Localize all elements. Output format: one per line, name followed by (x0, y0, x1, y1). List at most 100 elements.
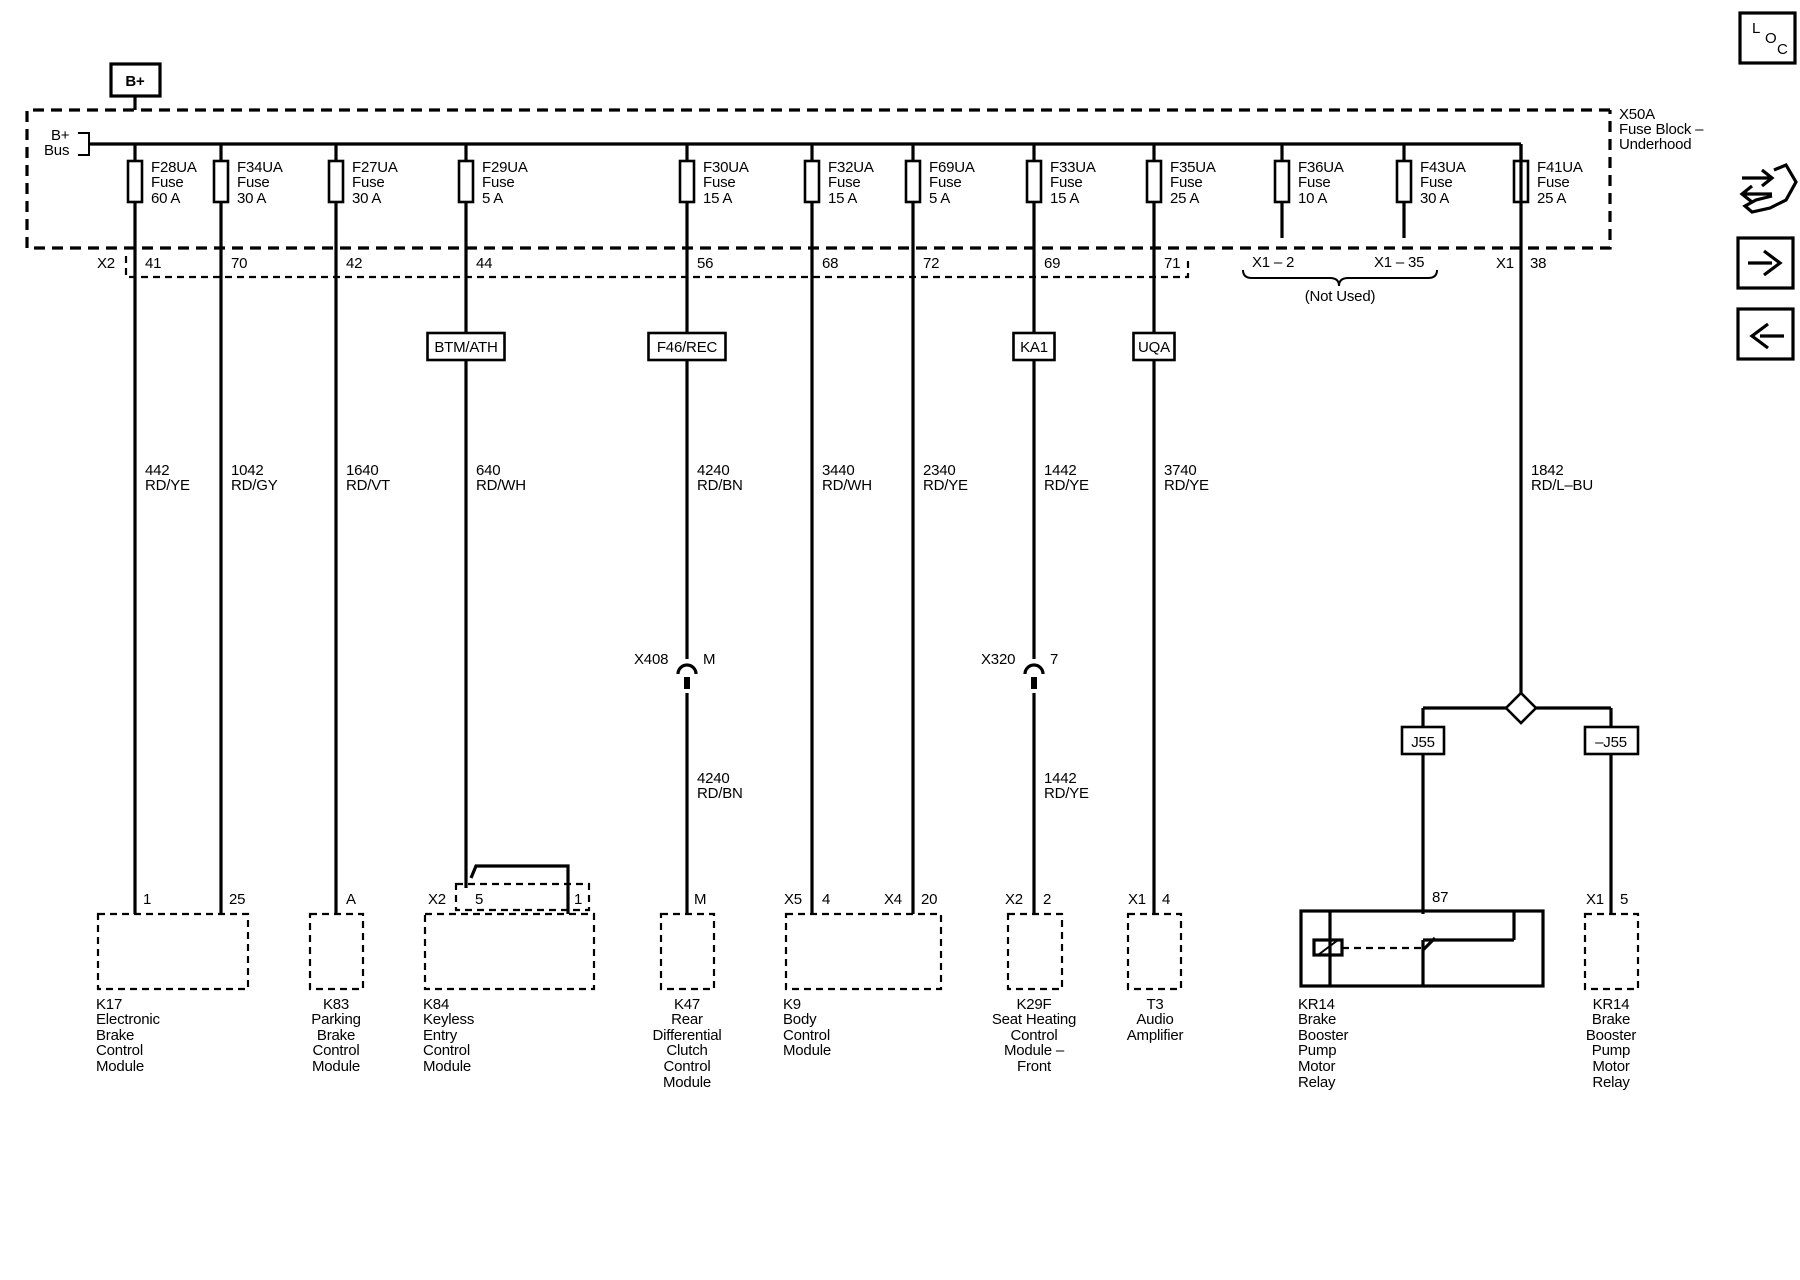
module-k17-name-4: Module (96, 1058, 144, 1075)
wire-number: 1042 (231, 462, 264, 479)
fuse-block-name-2: Underhood (1619, 136, 1691, 153)
module-kr14-alt-name-1: Brake (1592, 1011, 1630, 1028)
fuse-rating: 5 A (929, 190, 950, 207)
connector-tools-icon[interactable] (1739, 162, 1798, 214)
module-k17-id: K17 (96, 996, 122, 1013)
splice-branch: J55 –J55 (1400, 144, 1640, 914)
wire-number: 1442 (1044, 462, 1077, 479)
module-kr14-id: KR14 (1298, 996, 1335, 1013)
module-k84-pin-1: 1 (574, 891, 582, 908)
option-box (426, 331, 506, 362)
fuse-symbol (1025, 159, 1043, 204)
fuse-rating: 60 A (151, 190, 180, 207)
option-label: UQA (1138, 339, 1170, 356)
fuse-rating: 5 A (482, 190, 503, 207)
fuse-id: F36UA (1298, 159, 1344, 176)
loc-icon-c: C (1777, 41, 1788, 58)
module-k9-conn-x4: X4 (884, 891, 902, 908)
wire-number: 442 (145, 462, 169, 479)
wire-color: RD/GY (231, 477, 278, 494)
loc-icon[interactable]: L O C (1738, 11, 1797, 65)
option-box (647, 331, 727, 362)
module-k17-pin-1: 1 (143, 891, 151, 908)
wire-number-lower: 1442 (1044, 770, 1077, 787)
module-k17-name-2: Brake (96, 1027, 134, 1044)
inline-gap (683, 659, 691, 693)
fuse-symbol (803, 159, 821, 204)
module-k83-id: K83 (323, 996, 349, 1013)
module-k47-name-4: Control (664, 1058, 711, 1075)
fuse-word: Fuse (482, 174, 515, 191)
fuse-word: Fuse (1170, 174, 1203, 191)
fuse-symbol (327, 159, 345, 204)
option-box (1132, 331, 1176, 362)
fuse-block: X50A Fuse Block – Underhood (25, 106, 1704, 250)
module-kr14-relay: 87 KR14 Brake Booster Pump Motor Relay (1298, 889, 1545, 1091)
option-box (1012, 331, 1056, 362)
inline-connector-pin-label: M (703, 651, 715, 668)
module-k84-name-1: Keyless (423, 1011, 474, 1028)
fuse-symbol (678, 159, 696, 204)
next-arrow-icon[interactable] (1736, 236, 1795, 290)
module-k9-pin-20: 20 (921, 891, 937, 908)
module-k29f-pin-2: 2 (1043, 891, 1051, 908)
module-k84-name-3: Control (423, 1042, 470, 1059)
fuse-word: Fuse (828, 174, 861, 191)
wire-number: 2340 (923, 462, 956, 479)
wire-number: 1640 (346, 462, 379, 479)
x1-connector: X1 38 (1496, 255, 1546, 272)
module-k83-name-2: Brake (317, 1027, 355, 1044)
module-k83-name-4: Module (312, 1058, 360, 1075)
fuse-pin: 69 (1044, 255, 1060, 272)
fuse-word: Fuse (151, 174, 184, 191)
module-kr14-alt-name-3: Pump (1592, 1042, 1630, 1059)
fuse-rating: 30 A (352, 190, 381, 207)
splice-diamond (1504, 691, 1538, 725)
wire-color: RD/YE (923, 477, 968, 494)
fuse-rating: 30 A (1420, 190, 1449, 207)
module-k17-pin-25: 25 (229, 891, 245, 908)
wire-number: 3440 (822, 462, 855, 479)
module-t3-name-1: Audio (1136, 1011, 1173, 1028)
module-k9-pin-4: 4 (822, 891, 830, 908)
fuse-symbol (1273, 159, 1291, 204)
module-kr14-name-4: Motor (1298, 1058, 1336, 1075)
module-k29f: X2 2 K29F Seat Heating Control Module – … (992, 891, 1077, 1075)
x1-connector-label: X1 (1496, 255, 1514, 272)
option-label: KA1 (1020, 339, 1048, 356)
fuse-id: F69UA (929, 159, 975, 176)
fuse-rating: 15 A (703, 190, 732, 207)
x1-connector-pin: 38 (1530, 255, 1546, 272)
bus-label-1: B+ (51, 127, 70, 144)
fuse-id: F35UA (1170, 159, 1216, 176)
option-not-j55-box (1583, 725, 1640, 756)
inline-connector-id: X320 (981, 651, 1015, 668)
module-kr14-alt-name-5: Relay (1592, 1074, 1630, 1091)
bus-bar: B+ Bus (44, 127, 1521, 159)
fuse-rating: 15 A (1050, 190, 1079, 207)
loc-icon-o: O (1765, 30, 1776, 47)
modules: 1 25 K17 Electronic Brake Control Module… (96, 864, 1640, 1091)
fuse-pin: 56 (697, 255, 713, 272)
module-kr14-name-2: Booster (1298, 1027, 1348, 1044)
previous-arrow-icon[interactable] (1736, 307, 1795, 361)
option-label: BTM/ATH (434, 339, 497, 356)
module-t3-pin-4: 4 (1162, 891, 1170, 908)
fuse-pin: 71 (1164, 255, 1180, 272)
fuse-rating: 25 A (1170, 190, 1199, 207)
module-k84-id: K84 (423, 996, 449, 1013)
wire-number-lower: 4240 (697, 770, 730, 787)
module-k29f-name-1: Seat Heating (992, 1011, 1076, 1028)
module-k17: 1 25 K17 Electronic Brake Control Module (96, 891, 250, 1075)
loc-icon-l: L (1752, 20, 1760, 37)
fuse-symbol (126, 159, 144, 204)
fuse-rating: 15 A (828, 190, 857, 207)
fuse-pin: 68 (822, 255, 838, 272)
